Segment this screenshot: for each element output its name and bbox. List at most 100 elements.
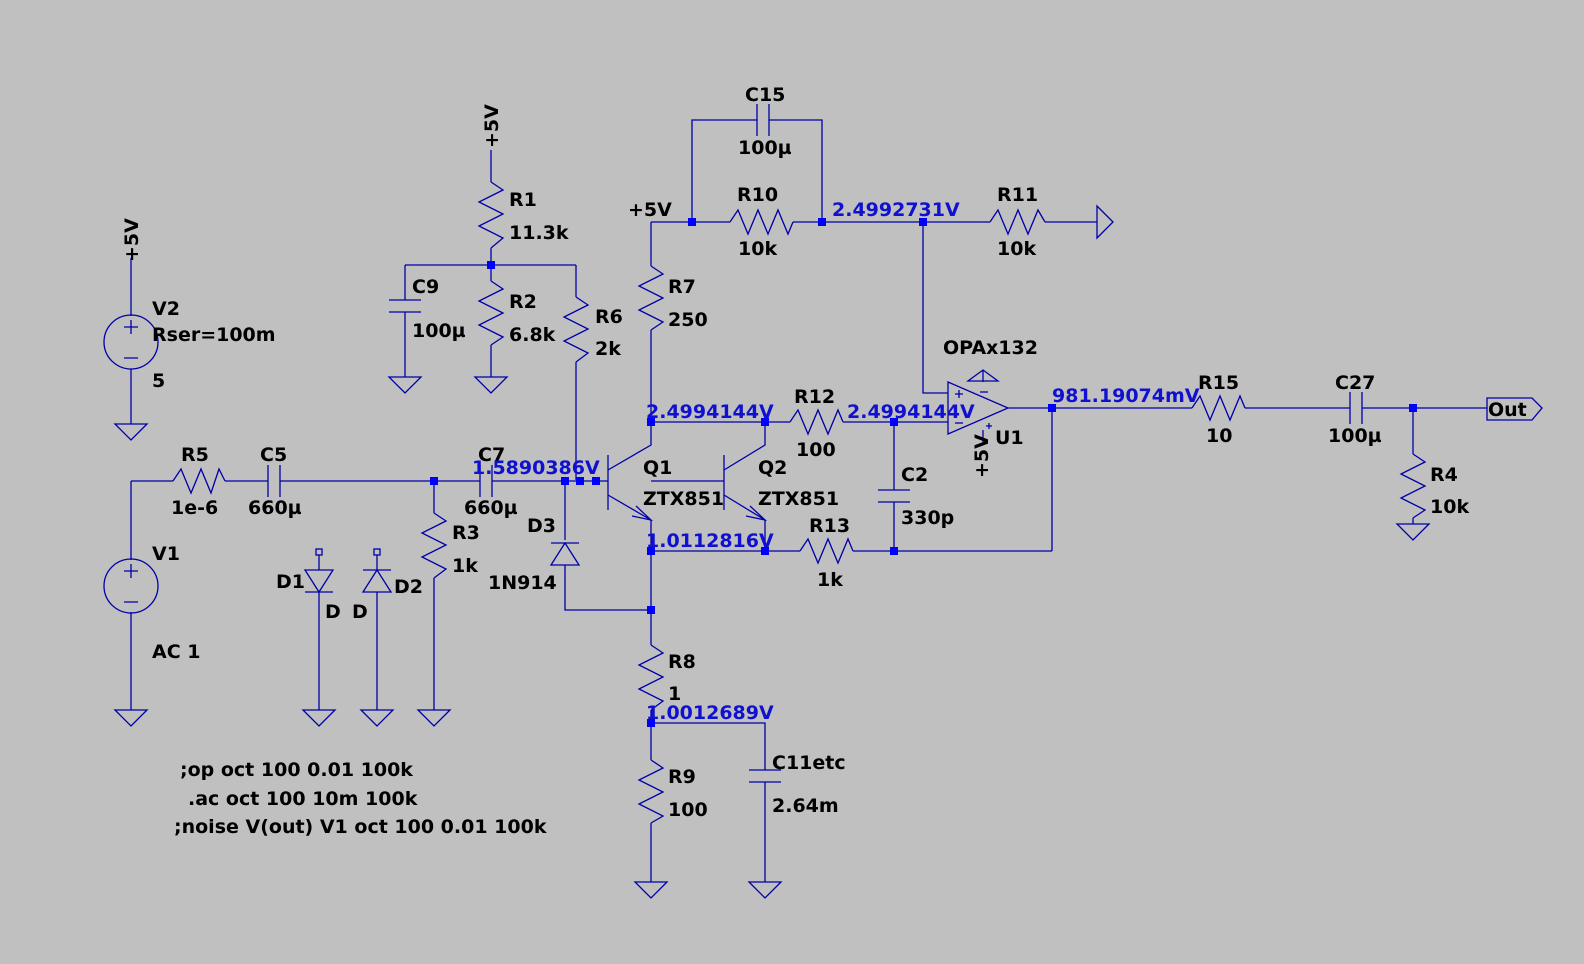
capacitor-symbols[interactable] (267, 104, 1363, 783)
wires (130, 119, 1487, 882)
node-voltage-q1b: 1.5890386V (472, 457, 600, 479)
r4-symbol (1399, 453, 1427, 519)
d1-name: D1 (276, 571, 305, 593)
r3-symbol (420, 512, 448, 579)
q2-name: Q2 (758, 457, 787, 479)
r6-name: R6 (595, 306, 623, 328)
r12-value: 100 (796, 439, 836, 461)
r11-arrow (1096, 204, 1114, 240)
q2-value: ZTX851 (758, 488, 839, 510)
out-port-label: Out (1488, 399, 1527, 421)
d2-name: D2 (394, 576, 423, 598)
r2-value: 6.8k (509, 324, 556, 346)
c9-name: C9 (412, 276, 439, 298)
r1-name: R1 (509, 189, 537, 211)
c9-symbol (389, 299, 421, 313)
u1-opamp-symbol[interactable] (947, 369, 1010, 435)
resistor-symbols[interactable] (172, 181, 1427, 824)
c5-symbol (267, 465, 281, 497)
r9-name: R9 (668, 766, 696, 788)
c2-name: C2 (901, 464, 928, 486)
c7-name: C7 (478, 444, 505, 466)
u1-name: U1 (995, 427, 1024, 449)
r7-supply-label: +5V (628, 199, 672, 221)
r4-value: 10k (1430, 496, 1469, 518)
v2-supply-label: +5V (121, 218, 143, 262)
c15-value: 100µ (738, 137, 792, 159)
v2-source-symbol[interactable] (103, 314, 159, 370)
r11-name: R11 (997, 184, 1038, 206)
c11-symbol (749, 769, 781, 783)
r3-value: 1k (452, 555, 478, 577)
c7-symbol (479, 465, 493, 497)
u1-value: OPAx132 (943, 337, 1038, 359)
transistor-arrows (631, 505, 768, 522)
c2-symbol (878, 489, 910, 503)
r2-name: R2 (509, 291, 537, 313)
r1-value: 11.3k (509, 222, 569, 244)
directive-ac[interactable]: .ac oct 100 10m 100k (188, 788, 418, 810)
r10-symbol (729, 208, 794, 236)
r12-name: R12 (794, 386, 835, 408)
r15-symbol (1191, 394, 1246, 422)
r6-symbol (562, 296, 590, 363)
v1-source-symbol[interactable] (103, 558, 159, 614)
d3-name: D3 (527, 515, 556, 537)
v2-name: V2 (152, 298, 180, 320)
r8-symbol (637, 644, 665, 711)
r9-symbol (637, 759, 665, 824)
r15-name: R15 (1198, 372, 1239, 394)
directive-op[interactable]: ;op oct 100 0.01 100k (180, 759, 413, 781)
r1-symbol (477, 181, 505, 249)
c27-name: C27 (1335, 372, 1375, 394)
c5-value: 660µ (248, 497, 302, 519)
d3-symbol (549, 541, 581, 566)
u1-supply-label: +5V (971, 434, 993, 478)
c27-symbol (1349, 392, 1363, 424)
c11-value: 2.64m (772, 795, 839, 817)
c7-value: 660µ (464, 497, 518, 519)
c27-value: 100µ (1328, 425, 1382, 447)
d1-symbol (303, 569, 335, 594)
r6-value: 2k (595, 338, 621, 360)
r13-name: R13 (809, 515, 850, 537)
r4-name: R4 (1430, 464, 1458, 486)
directive-noise[interactable]: ;noise V(out) V1 oct 100 0.01 100k (174, 816, 547, 838)
v1-value: AC 1 (152, 641, 200, 663)
r15-value: 10 (1206, 425, 1232, 447)
r13-value: 1k (817, 569, 843, 591)
r10-name: R10 (737, 184, 778, 206)
node-voltage-u1in: 2.4994144V (847, 401, 975, 423)
r8-value: 1 (668, 683, 681, 705)
c11-name: C11etc (772, 752, 846, 774)
d3-value: 1N914 (488, 572, 557, 594)
c15-symbol (756, 104, 770, 136)
v1-name: V1 (152, 543, 180, 565)
junction-dots (430, 218, 1417, 727)
r9-value: 100 (668, 799, 708, 821)
r5-name: R5 (181, 444, 209, 466)
node-voltage-r9: 1.0012689V (646, 702, 774, 724)
d1-value: D (325, 601, 341, 623)
d2-symbol (361, 568, 393, 593)
node-voltage-q1c: 2.4994144V (646, 401, 774, 423)
r2-symbol (477, 280, 505, 346)
r11-value: 10k (997, 238, 1036, 260)
r7-value: 250 (668, 309, 708, 331)
r10-value: 10k (738, 238, 777, 260)
node-voltage-out: 981.19074mV (1052, 385, 1200, 407)
v2-value: 5 (152, 370, 165, 392)
out-port-symbol[interactable] (1486, 397, 1543, 421)
r13-symbol (799, 537, 854, 565)
c2-value: 330p (901, 507, 954, 529)
q1-name: Q1 (643, 457, 672, 479)
r7-symbol (637, 265, 665, 331)
r3-name: R3 (452, 522, 480, 544)
r5-value: 1e-6 (171, 497, 218, 519)
q1-value: ZTX851 (643, 488, 724, 510)
r12-symbol (789, 408, 844, 436)
node-voltage-r10: 2.4992731V (832, 199, 960, 221)
c15-name: C15 (745, 84, 785, 106)
diode-symbols[interactable] (303, 541, 581, 594)
